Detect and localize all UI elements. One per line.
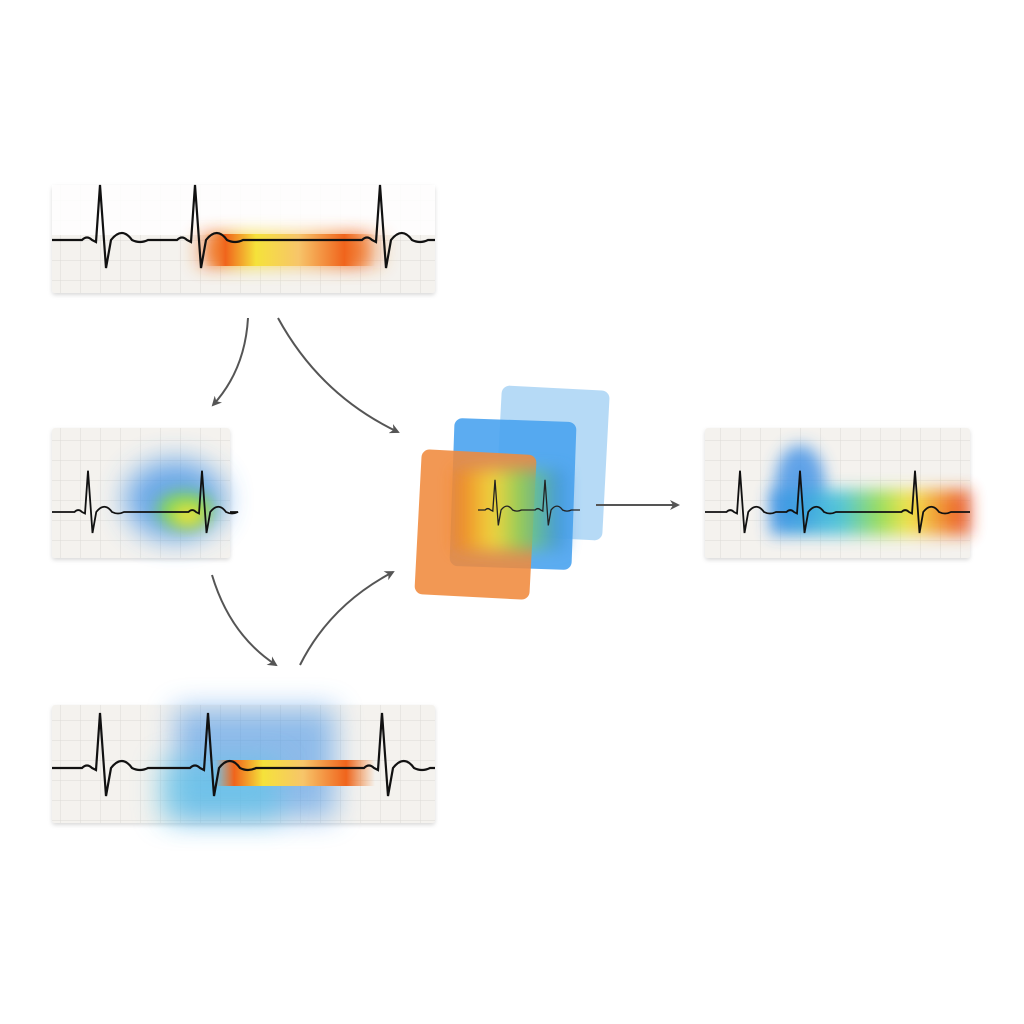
arrows: [211, 317, 680, 667]
ecg-waveform: [478, 479, 580, 526]
layer-heat-band: [455, 470, 565, 550]
fusion-layers: [414, 385, 610, 600]
attention-heat-blob-yellow: [172, 505, 204, 525]
arrow-local-to-global: [211, 574, 278, 667]
attention-heat-band: [215, 760, 375, 786]
arrow-input-to-fusion: [277, 317, 400, 434]
arrow-input-to-local: [211, 317, 249, 407]
ecg-waveform: [52, 470, 239, 534]
output-ecg-panel: [705, 428, 970, 558]
arrow-global-to-fusion: [299, 571, 395, 666]
input-ecg-strip: [52, 184, 435, 293]
local-attention-panel: [52, 428, 239, 558]
ecg-waveform: [52, 184, 435, 269]
ecg-waveform: [705, 470, 970, 534]
global-attention-strip: [52, 705, 435, 823]
ecg-waveform: [52, 712, 435, 797]
attention-heat-band-core: [205, 234, 375, 266]
